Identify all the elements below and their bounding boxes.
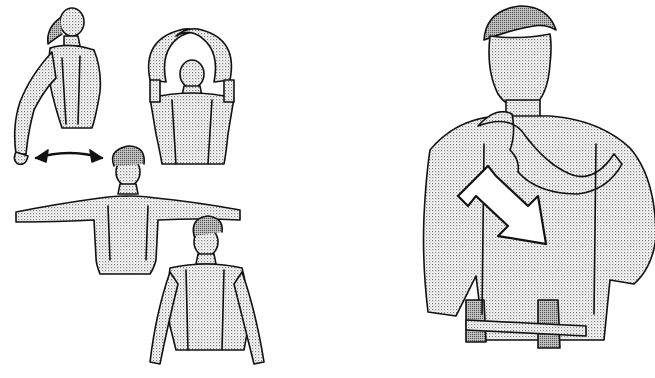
- arm-swing-figure: [14, 8, 100, 164]
- arms-lowered-figure: [150, 216, 264, 364]
- arms-overhead-figure: [149, 29, 234, 164]
- double-arrow-horizontal-icon: [36, 150, 102, 162]
- hand-on-shoulder-figure: [424, 6, 655, 348]
